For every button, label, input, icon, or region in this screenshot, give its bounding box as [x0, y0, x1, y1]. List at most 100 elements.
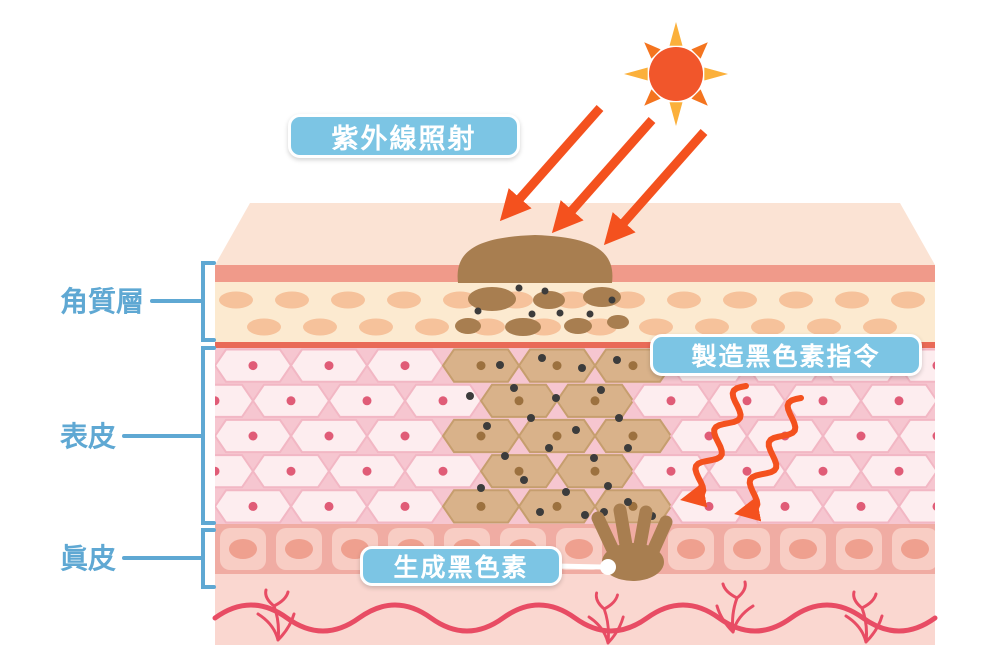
granule-dot: [552, 394, 560, 402]
dermis-cell-core: [789, 539, 817, 559]
melanin-spot: [505, 318, 541, 336]
cell-nucleus: [628, 431, 638, 441]
cell-nucleus: [400, 501, 410, 511]
corneum-cell: [275, 291, 309, 309]
cell-nucleus: [552, 431, 562, 441]
cell-nucleus: [248, 431, 258, 441]
corneum-cell: [751, 318, 785, 336]
granule-dot: [483, 422, 491, 430]
granule-dot: [520, 476, 528, 484]
cell-nucleus: [818, 396, 828, 406]
sun-ray: [669, 22, 683, 46]
cell-nucleus: [324, 431, 334, 441]
melanocyte-dendrite: [646, 515, 673, 558]
melanocyte-body: [602, 543, 664, 581]
corneum-melanin-spots: [455, 284, 629, 336]
corneum-cell: [723, 291, 757, 309]
corneum-cell: [443, 291, 477, 309]
dermis-lower-layer: [215, 574, 935, 645]
cell-nucleus: [215, 466, 220, 476]
granule-dot: [541, 287, 549, 295]
corneum-cell: [639, 318, 673, 336]
cell-nucleus: [324, 361, 334, 371]
corneum-cell: [835, 291, 869, 309]
granule-dot: [590, 454, 598, 462]
layer-brackets: [122, 261, 216, 589]
label-connector-line: [555, 563, 603, 570]
cell-nucleus: [552, 361, 562, 371]
cell-nucleus: [666, 396, 676, 406]
melanocyte-dendrite: [591, 511, 619, 555]
granule-dot: [613, 356, 621, 364]
corneum-cell: [891, 291, 925, 309]
uv-arrow: [603, 129, 708, 246]
cell-nucleus: [362, 466, 372, 476]
sun-ray: [669, 102, 683, 126]
granule-dot: [604, 482, 612, 490]
epidermis-cell: [897, 489, 935, 524]
granule-dot: [538, 354, 546, 362]
bracket-dermis: [122, 528, 216, 589]
cell-nucleus: [742, 466, 752, 476]
corneum-cell: [415, 318, 449, 336]
epidermis-cell: [937, 455, 1000, 487]
skin-cross-section: [173, 203, 1000, 645]
granule-dot: [624, 498, 632, 506]
corneum-cell: [807, 318, 841, 336]
capillary-branch: [256, 588, 296, 642]
granule-dot: [562, 488, 570, 496]
cell-nucleus: [932, 502, 935, 511]
sun-icon: [624, 22, 728, 126]
sun-ray: [644, 89, 661, 106]
sun-core: [649, 47, 703, 101]
melanin-spot: [583, 287, 621, 307]
cell-nucleus: [476, 431, 486, 441]
skin-top-surface: [215, 203, 935, 265]
label-epidermis: 表皮: [60, 421, 116, 452]
bracket-epidermis: [122, 346, 216, 525]
signal-arrow: [680, 383, 749, 508]
granule-dot: [536, 508, 544, 516]
melanin-spot: [533, 291, 565, 309]
granule-dot: [527, 414, 535, 422]
sun-ray: [644, 42, 661, 59]
cell-nucleus: [438, 466, 448, 476]
melanin-command-tag: 製造黑色素指令: [650, 334, 922, 376]
corneum-cell: [331, 291, 365, 309]
dermis-cell-core: [285, 539, 313, 559]
cell-nucleus: [476, 501, 486, 511]
epidermis-cell: [975, 420, 1000, 452]
cell-nucleus: [173, 502, 182, 511]
uv-radiation-tag: 紫外線照射: [288, 114, 520, 158]
melanin-surface-spot: [457, 235, 613, 283]
melanin-spot: [564, 318, 592, 334]
epidermis-cells: [173, 348, 1000, 524]
epidermis-cell: [897, 418, 935, 454]
granule-dot: [624, 444, 632, 452]
corneum-cell: [387, 291, 421, 309]
corneum-cell: [695, 318, 729, 336]
corneum-cell: [667, 291, 701, 309]
layer-labels: 角質層 表皮 眞皮: [60, 285, 144, 574]
cell-nucleus: [932, 361, 935, 370]
cell-nucleus: [971, 396, 980, 405]
cell-nucleus: [286, 466, 296, 476]
dermis-cell-core: [677, 539, 705, 559]
granule-dot: [477, 484, 485, 492]
melanocyte-cell: [591, 503, 673, 581]
corneum-cell: [247, 318, 281, 336]
corneum-cell: [863, 318, 897, 336]
melanin-generate-tag: 生成黑色素: [360, 546, 562, 586]
cell-nucleus: [552, 501, 562, 511]
cell-nucleus: [780, 501, 790, 511]
sun-ray: [624, 67, 648, 81]
granule-dot: [515, 284, 523, 292]
dermis-cell-core: [229, 539, 257, 559]
melanin-signal-arrows: [680, 383, 804, 522]
dermis-cell-core: [733, 539, 761, 559]
capillary: [844, 590, 884, 644]
granule-dot: [615, 414, 623, 422]
epidermis-cell: [937, 385, 1000, 417]
capillary: [715, 580, 755, 634]
